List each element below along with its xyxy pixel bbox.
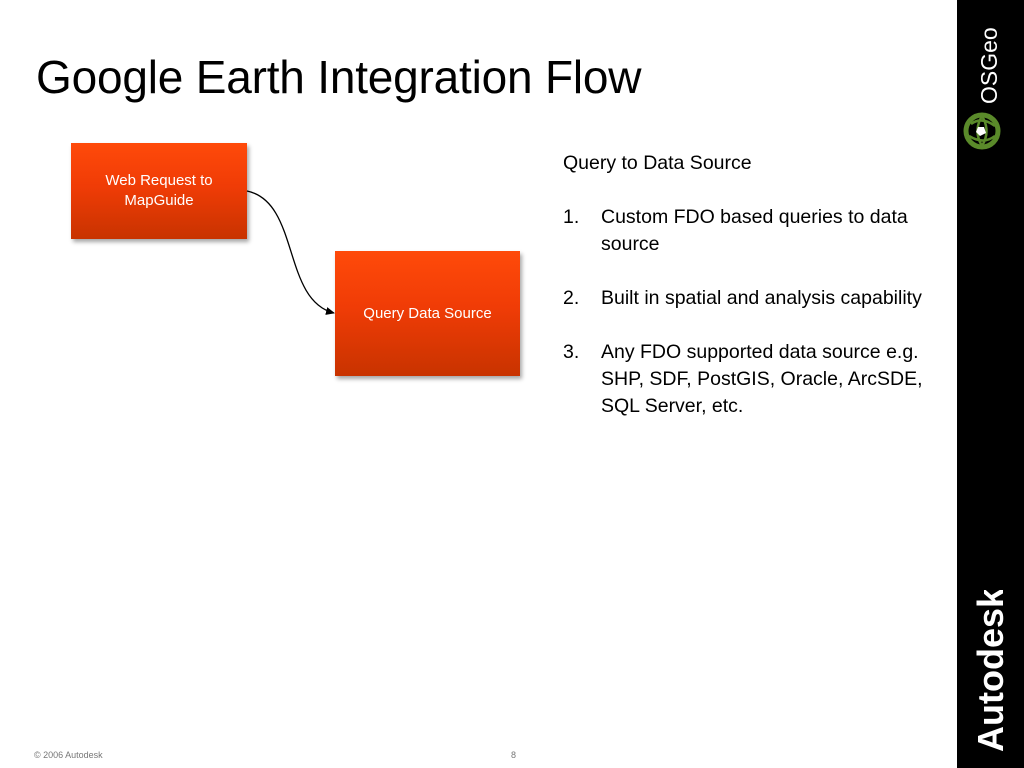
- description-panel: Query to Data Source 1. Custom FDO based…: [563, 150, 943, 447]
- list-item: 1. Custom FDO based queries to data sour…: [563, 204, 943, 258]
- list-item-number: 2.: [563, 287, 580, 309]
- osgeo-globe-icon: [963, 112, 1001, 150]
- autodesk-wordmark: Autodesk: [970, 590, 1011, 752]
- autodesk-logo: Autodesk: [970, 590, 1011, 752]
- list-item-number: 3.: [563, 341, 580, 363]
- osgeo-logo: OSGeo: [963, 27, 1002, 150]
- osgeo-wordmark: OSGeo: [976, 27, 1002, 104]
- flow-node-query-data-source: Query Data Source: [335, 251, 520, 376]
- flow-node-label: Web Request to MapGuide: [105, 172, 213, 209]
- footer-page-number: 8: [511, 750, 517, 760]
- flow-node-label: Query Data Source: [363, 304, 492, 322]
- slide-title: Google Earth Integration Flow: [36, 51, 642, 103]
- list-item-text: Custom FDO based queries to data source: [601, 206, 908, 255]
- flow-connector-curve: [246, 190, 335, 315]
- footer-copyright: © 2006 Autodesk: [34, 750, 103, 760]
- list-item-number: 1.: [563, 206, 580, 228]
- panel-heading: Query to Data Source: [563, 152, 752, 174]
- numbered-list: 1. Custom FDO based queries to data sour…: [563, 204, 943, 420]
- list-item-text: Built in spatial and analysis capability: [601, 287, 922, 309]
- flow-node-web-request: Web Request to MapGuide: [71, 143, 247, 239]
- list-item-text: Any FDO supported data source e.g. SHP, …: [601, 341, 923, 417]
- brand-sidebar: OSGeo Autodesk: [957, 0, 1024, 768]
- list-item: 3. Any FDO supported data source e.g. SH…: [563, 339, 943, 420]
- list-item: 2. Built in spatial and analysis capabil…: [563, 285, 943, 312]
